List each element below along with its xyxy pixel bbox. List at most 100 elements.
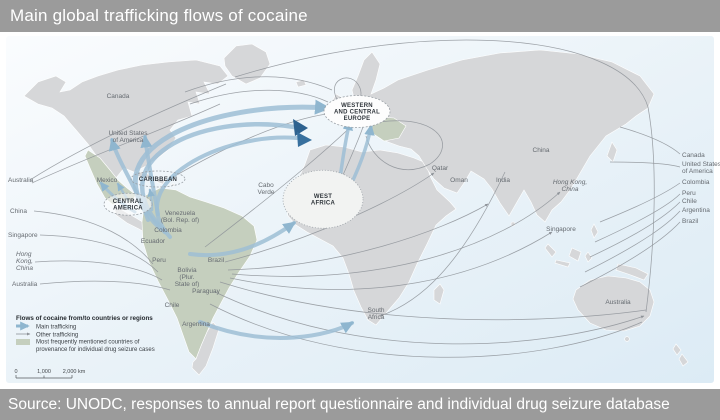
land-philippines (590, 223, 599, 239)
flow-other (599, 182, 681, 223)
flow-other (29, 83, 227, 181)
map-label-australia-far-left: Australia (8, 177, 34, 184)
flow-other (189, 89, 329, 105)
flow-main (140, 134, 160, 216)
land-south-america-green (141, 187, 258, 360)
map-label-venezuela: Venezuela(Bol. Rep. of) (161, 210, 199, 224)
legend-title: Flows of cocaine from/to countries or re… (16, 315, 153, 322)
flow-other (39, 234, 159, 273)
flow-main (154, 135, 299, 239)
map-label-china-left: China (10, 208, 27, 215)
map-label-mexico: Mexico (97, 177, 118, 184)
other-trafficking-flows (29, 39, 681, 358)
land-australia (572, 275, 655, 332)
flow-main (198, 320, 355, 340)
map-label-argentina-right: Argentina (682, 207, 710, 214)
flow-other (619, 126, 681, 155)
flow-other (584, 210, 681, 273)
map-label-peru-right: Peru (682, 190, 696, 197)
flow-other (594, 193, 681, 243)
map-label-caribbean: CARIBBEAN (139, 177, 177, 183)
map-label-india: India (496, 177, 510, 184)
flow-other (579, 221, 681, 288)
map-label-oman: Oman (450, 177, 468, 184)
flow-other (214, 291, 645, 345)
flow-other (31, 103, 221, 184)
region-ellipse-central-america (103, 192, 153, 216)
land-new-zealand (672, 343, 682, 356)
scale-tick-0: 0 (14, 369, 17, 375)
scale-bar (15, 375, 73, 379)
map-label-bolivia: Bolivia(Plur.State of) (175, 267, 200, 288)
flow-other (365, 120, 443, 170)
map-label-hong-kong-asia: Hong Kong,China (553, 179, 588, 193)
map-label-china-asia: China (533, 147, 550, 154)
legend-other-trafficking-label: Other trafficking (36, 333, 78, 339)
flow-main (147, 188, 155, 212)
legend-provenance-symbol (16, 339, 30, 345)
scale-tick-2000: 2,000 km (63, 369, 86, 375)
flow-other (33, 210, 154, 265)
land-sumatra (544, 243, 557, 258)
region-ellipse-western-and-central-europe (323, 95, 391, 128)
map-label-canada-right: Canada (682, 152, 705, 159)
land-madagascar (433, 283, 445, 305)
map-label-colombia-map: Colombia (154, 227, 182, 234)
flow-other (234, 39, 655, 313)
land-tasmania (624, 336, 630, 342)
map-label-australia-main: Australia (605, 299, 631, 306)
flow-other (379, 171, 506, 317)
continents (23, 43, 689, 376)
map-label-australia-left: Australia (12, 281, 38, 288)
flow-other (209, 303, 643, 358)
land-sulawesi (584, 251, 593, 263)
region-ellipse-caribbean (130, 170, 186, 188)
flow-main-arrowhead (297, 132, 312, 147)
land-greenland (223, 43, 271, 85)
land-eurasia (341, 49, 655, 223)
flow-other (589, 201, 681, 258)
land-hispaniola (156, 178, 166, 185)
source-bar: Source: UNODC, responses to annual repor… (0, 389, 720, 420)
map-label-argentina-map: Argentina (182, 321, 210, 328)
map-label-ecuador: Ecuador (141, 238, 166, 245)
map-label-canada: Canada (107, 93, 130, 100)
map-label-chile-map: Chile (165, 302, 180, 309)
land-new-zealand-south (678, 353, 689, 367)
source-text: Source: UNODC, responses to annual repor… (8, 395, 670, 413)
page-title: Main global trafficking flows of cocaine (10, 6, 308, 25)
land-patagonia (191, 321, 220, 376)
flow-other (227, 203, 489, 271)
map-label-brazil-map: Brazil (208, 257, 225, 264)
scale-tick-1000: 1,000 (37, 369, 51, 375)
map-label-chile-right: Chile (682, 198, 697, 205)
land-borneo (568, 247, 582, 262)
map-label-singapore-left: Singapore (8, 232, 38, 239)
legend-provenance-label-line2: provenance for individual drug seizure c… (36, 347, 155, 353)
flow-other (231, 191, 561, 277)
flow-other (184, 76, 333, 93)
flow-other (609, 161, 681, 168)
legend-main-trafficking-label: Main trafficking (36, 325, 76, 331)
region-ellipses (103, 95, 391, 229)
flow-other (219, 281, 647, 321)
map-label-colombia-right: Colombia (682, 179, 710, 186)
map-label-singapore-asia: Singapore (546, 226, 576, 233)
legend-provenance-label-line1: Most frequently mentioned countries of (36, 340, 140, 346)
map-label-qatar: Qatar (432, 165, 449, 172)
flow-other (229, 231, 553, 290)
title-bar: Main global trafficking flows of cocaine (0, 0, 720, 32)
flow-other (34, 260, 163, 281)
flow-main-arrowhead (293, 119, 308, 136)
